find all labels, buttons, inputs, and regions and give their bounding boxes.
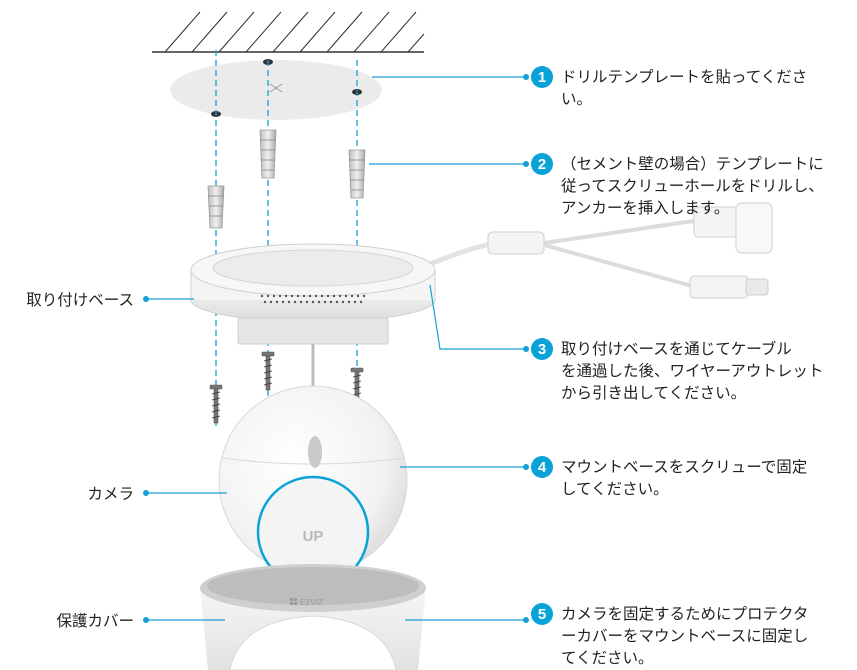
step-2: 2 （セメント壁の場合）テンプレートに 従ってスクリューホールをドリルし、 アン…: [531, 153, 824, 219]
wall-anchors: [207, 129, 366, 229]
leader-lines: [369, 74, 529, 623]
step-text: カメラを固定するためにプロテクタ ーカバーをマウントベースに固定し てください。: [561, 605, 809, 667]
protective-cover: EZVIZ: [200, 564, 426, 670]
step-number-badge: 3: [531, 338, 553, 360]
label-cover: 保護カバー: [56, 612, 134, 630]
step-text: ドリルテンプレートを貼ってくださ い。: [561, 68, 808, 108]
label-camera: カメラ: [87, 485, 134, 503]
screws: [209, 351, 364, 424]
label-mount-base: 取り付けベース: [26, 291, 134, 309]
anchor-left: [207, 185, 225, 229]
step-1: 1 ドリルテンプレートを貼ってくださ い。: [531, 66, 807, 110]
step-text: 取り付けベースを通じてケーブル を通過した後、ワイヤーアウトレット から引き出し…: [561, 340, 824, 402]
step-4: 4 マウントベースをスクリューで固定 してください。: [531, 456, 807, 500]
ezviz-logo: EZVIZ: [290, 598, 323, 607]
anchor-center: [259, 129, 277, 179]
screw-center: [261, 351, 275, 391]
up-label: UP: [303, 528, 324, 545]
camera-ball: UP: [218, 385, 408, 589]
step-3: 3 取り付けベースを通じてケーブル を通過した後、ワイヤーアウトレット から引き…: [531, 338, 823, 404]
step-number-badge: 1: [531, 66, 553, 88]
step-text: マウントベースをスクリューで固定 してください。: [561, 458, 808, 498]
step-number-badge: 4: [531, 456, 553, 478]
drill-template: [170, 59, 382, 120]
step-number-badge: 2: [531, 153, 553, 175]
brand-text: EZVIZ: [300, 598, 323, 607]
part-leader-lines: [143, 296, 227, 623]
anchor-right: [348, 149, 366, 199]
step-5: 5 カメラを固定するためにプロテクタ ーカバーをマウントベースに固定し てくださ…: [531, 603, 808, 669]
screw-left: [209, 384, 223, 424]
step-text: （セメント壁の場合）テンプレートに 従ってスクリューホールをドリルし、 アンカー…: [561, 155, 824, 217]
ceiling: [152, 11, 425, 53]
leader-step-3: [429, 284, 526, 350]
step-number-badge: 5: [531, 603, 553, 625]
mount-base: [190, 243, 436, 390]
